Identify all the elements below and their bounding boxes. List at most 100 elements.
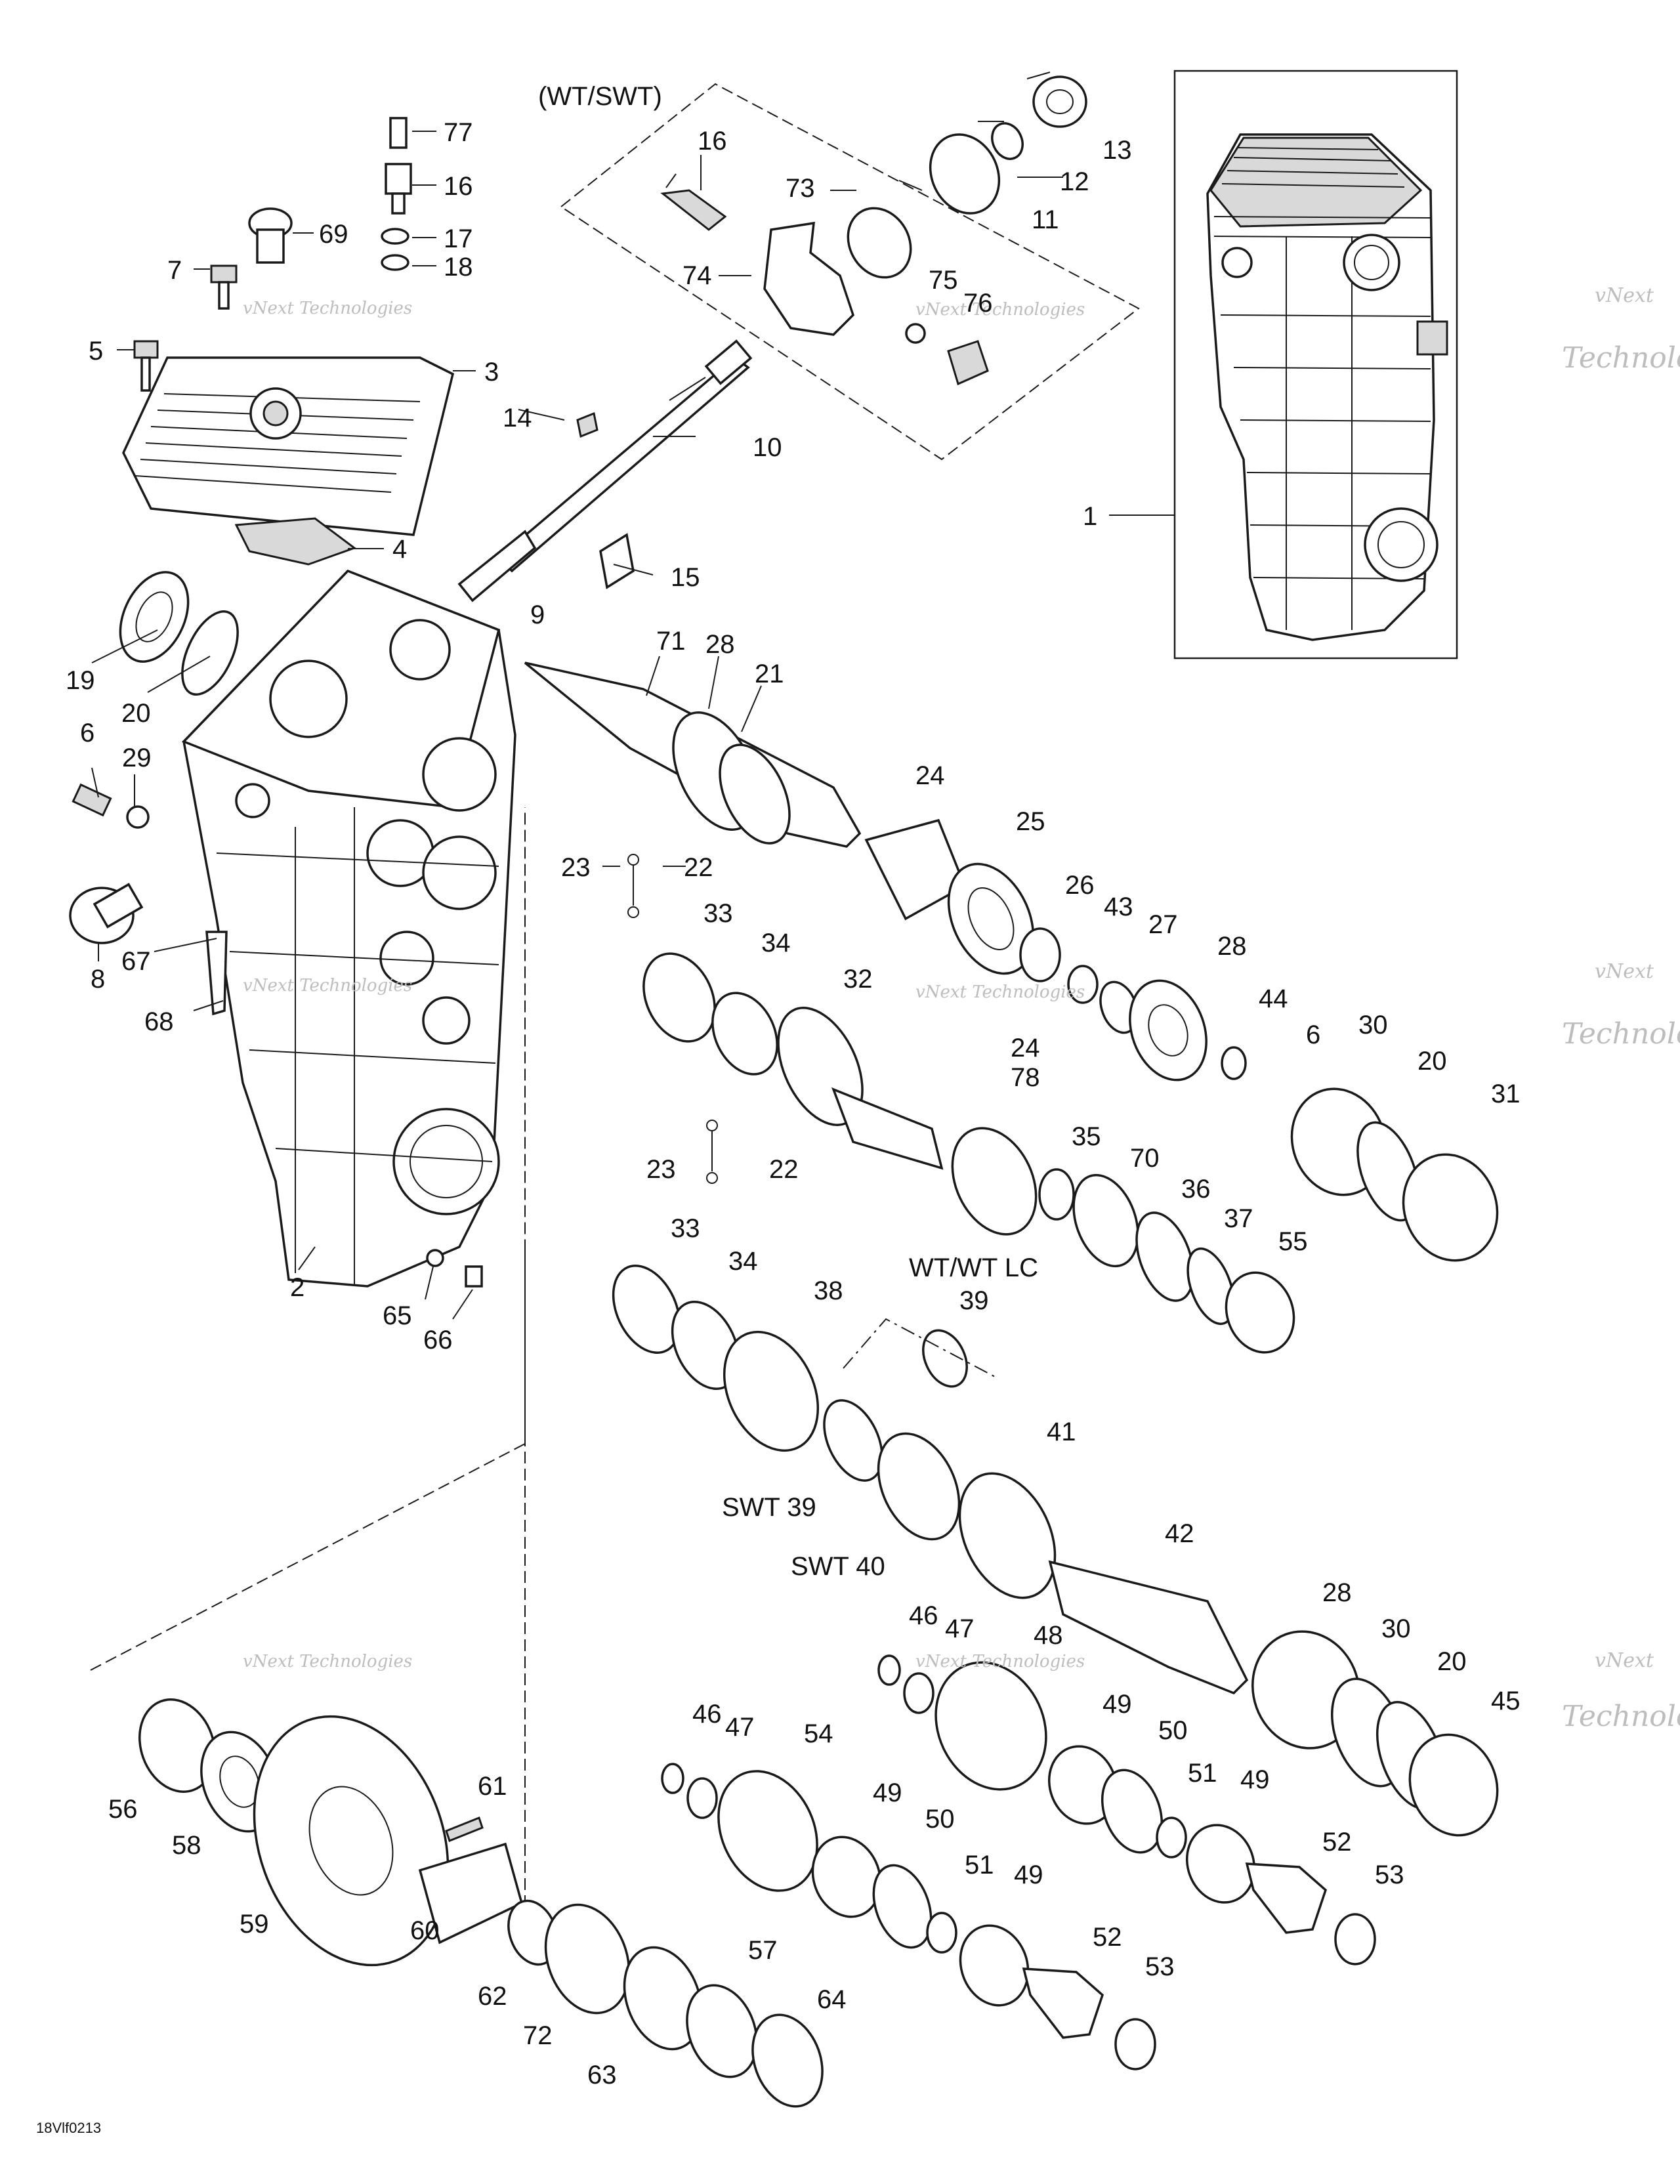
callout-66: 66 (423, 1326, 453, 1354)
callout-67: 67 (121, 947, 151, 976)
callout-28: 28 (705, 630, 735, 659)
callout-2: 2 (290, 1273, 304, 1302)
callout-24: 24 (1011, 1034, 1040, 1062)
lower-middle-group (661, 1763, 1156, 2070)
callout-31: 31 (1491, 1080, 1521, 1108)
callout-8: 8 (91, 965, 105, 994)
callout-7: 7 (167, 256, 182, 285)
callout-33: 33 (671, 1214, 700, 1243)
callout-13: 13 (1102, 136, 1132, 165)
callout-69: 69 (319, 220, 348, 249)
callout-49: 49 (1014, 1860, 1043, 1889)
lower-left-group (90, 807, 824, 2108)
callout-29: 29 (122, 744, 152, 772)
callout-19: 19 (66, 666, 95, 695)
callout-22: 22 (684, 853, 713, 882)
watermarks: vNext Technologies vNext Technologies vN… (243, 284, 1680, 1733)
watermark: vNext (1595, 284, 1654, 307)
watermark: vNext Technologies (243, 1652, 412, 1671)
callout-26: 26 (1065, 871, 1095, 900)
callout-20: 20 (1437, 1647, 1467, 1676)
wt-swt-box (560, 75, 1140, 461)
callout-72: 72 (523, 2021, 553, 2050)
callout-46: 46 (692, 1700, 722, 1729)
watermark: vNext Technologies (915, 1652, 1085, 1671)
callout-28: 28 (1322, 1578, 1352, 1607)
group-label-swt-40: SWT 40 (791, 1552, 885, 1581)
callout-25: 25 (1016, 807, 1045, 836)
callout-38: 38 (814, 1276, 843, 1305)
callout-21: 21 (755, 660, 784, 688)
callout-45: 45 (1491, 1687, 1521, 1715)
callout-71: 71 (656, 627, 686, 656)
callout-23: 23 (646, 1155, 676, 1184)
group-label-wt-wt-lc: WT/WT LC (909, 1253, 1038, 1282)
callout-6: 6 (1306, 1020, 1320, 1049)
callout-48: 48 (1034, 1621, 1063, 1650)
watermark: Technologies (1562, 1700, 1680, 1733)
callout-33: 33 (704, 899, 733, 928)
watermark: vNext Technologies (243, 976, 412, 996)
reference-code: 18Vlf0213 (36, 2120, 101, 2136)
callout-74: 74 (682, 261, 712, 290)
callout-44: 44 (1259, 984, 1288, 1013)
callout-52: 52 (1093, 1923, 1122, 1952)
callout-15: 15 (671, 563, 700, 592)
callout-47: 47 (725, 1713, 755, 1742)
callout-49: 49 (873, 1778, 902, 1807)
callout-39: 39 (959, 1286, 989, 1315)
callout-34: 34 (761, 929, 791, 957)
callout-49: 49 (1240, 1765, 1270, 1794)
watermark: vNext (1595, 960, 1654, 983)
callout-12: 12 (1060, 167, 1089, 196)
callout-36: 36 (1181, 1175, 1211, 1204)
callout-52: 52 (1322, 1828, 1352, 1857)
callout-14: 14 (503, 404, 532, 432)
watermark: vNext Technologies (915, 300, 1085, 320)
top-cover-group (122, 117, 455, 566)
callout-65: 65 (383, 1301, 412, 1330)
callout-51: 51 (965, 1851, 994, 1880)
callout-37: 37 (1224, 1204, 1253, 1233)
callout-34: 34 (728, 1247, 758, 1276)
callout-43: 43 (1104, 892, 1133, 921)
callout-50: 50 (925, 1805, 955, 1834)
callout-46: 46 (909, 1601, 938, 1630)
callout-23: 23 (561, 853, 591, 882)
callout-77: 77 (444, 118, 473, 147)
callout-9: 9 (530, 600, 545, 629)
callout-54: 54 (804, 1719, 833, 1748)
callout-53: 53 (1375, 1860, 1404, 1889)
shaft-32-group (642, 952, 1295, 1354)
callout-58: 58 (172, 1831, 201, 1860)
callout-78: 78 (1011, 1063, 1040, 1092)
leader-lines (91, 72, 1063, 1320)
callout-3: 3 (484, 358, 499, 387)
watermark: vNext (1595, 1649, 1654, 1672)
callout-64: 64 (817, 1985, 847, 2014)
callout-5: 5 (89, 337, 103, 366)
callout-70: 70 (1130, 1144, 1160, 1173)
callout-labels: 77 16 17 18 69 7 5 3 4 19 20 6 29 8 67 6… (66, 118, 1521, 2090)
callout-27: 27 (1148, 910, 1178, 939)
watermark: vNext Technologies (243, 299, 412, 318)
callout-16: 16 (698, 127, 727, 156)
callout-17: 17 (444, 224, 473, 253)
watermark: Technologies (1562, 1017, 1680, 1051)
callout-30: 30 (1358, 1011, 1388, 1040)
group-label-wt-swt: (WT/SWT) (538, 82, 662, 111)
shaft-38-group (612, 1265, 1499, 1837)
callout-42: 42 (1165, 1519, 1194, 1548)
callout-68: 68 (144, 1007, 174, 1036)
callout-50: 50 (1158, 1716, 1188, 1745)
lower-right-group (877, 1654, 1376, 1965)
callout-55: 55 (1278, 1227, 1308, 1256)
callout-47: 47 (945, 1614, 975, 1643)
callout-11: 11 (1032, 205, 1059, 234)
callout-57: 57 (748, 1936, 778, 1965)
shaft-71-group (524, 662, 1499, 1262)
group-label-swt-39: SWT 39 (722, 1493, 816, 1522)
callout-60: 60 (410, 1916, 440, 1945)
